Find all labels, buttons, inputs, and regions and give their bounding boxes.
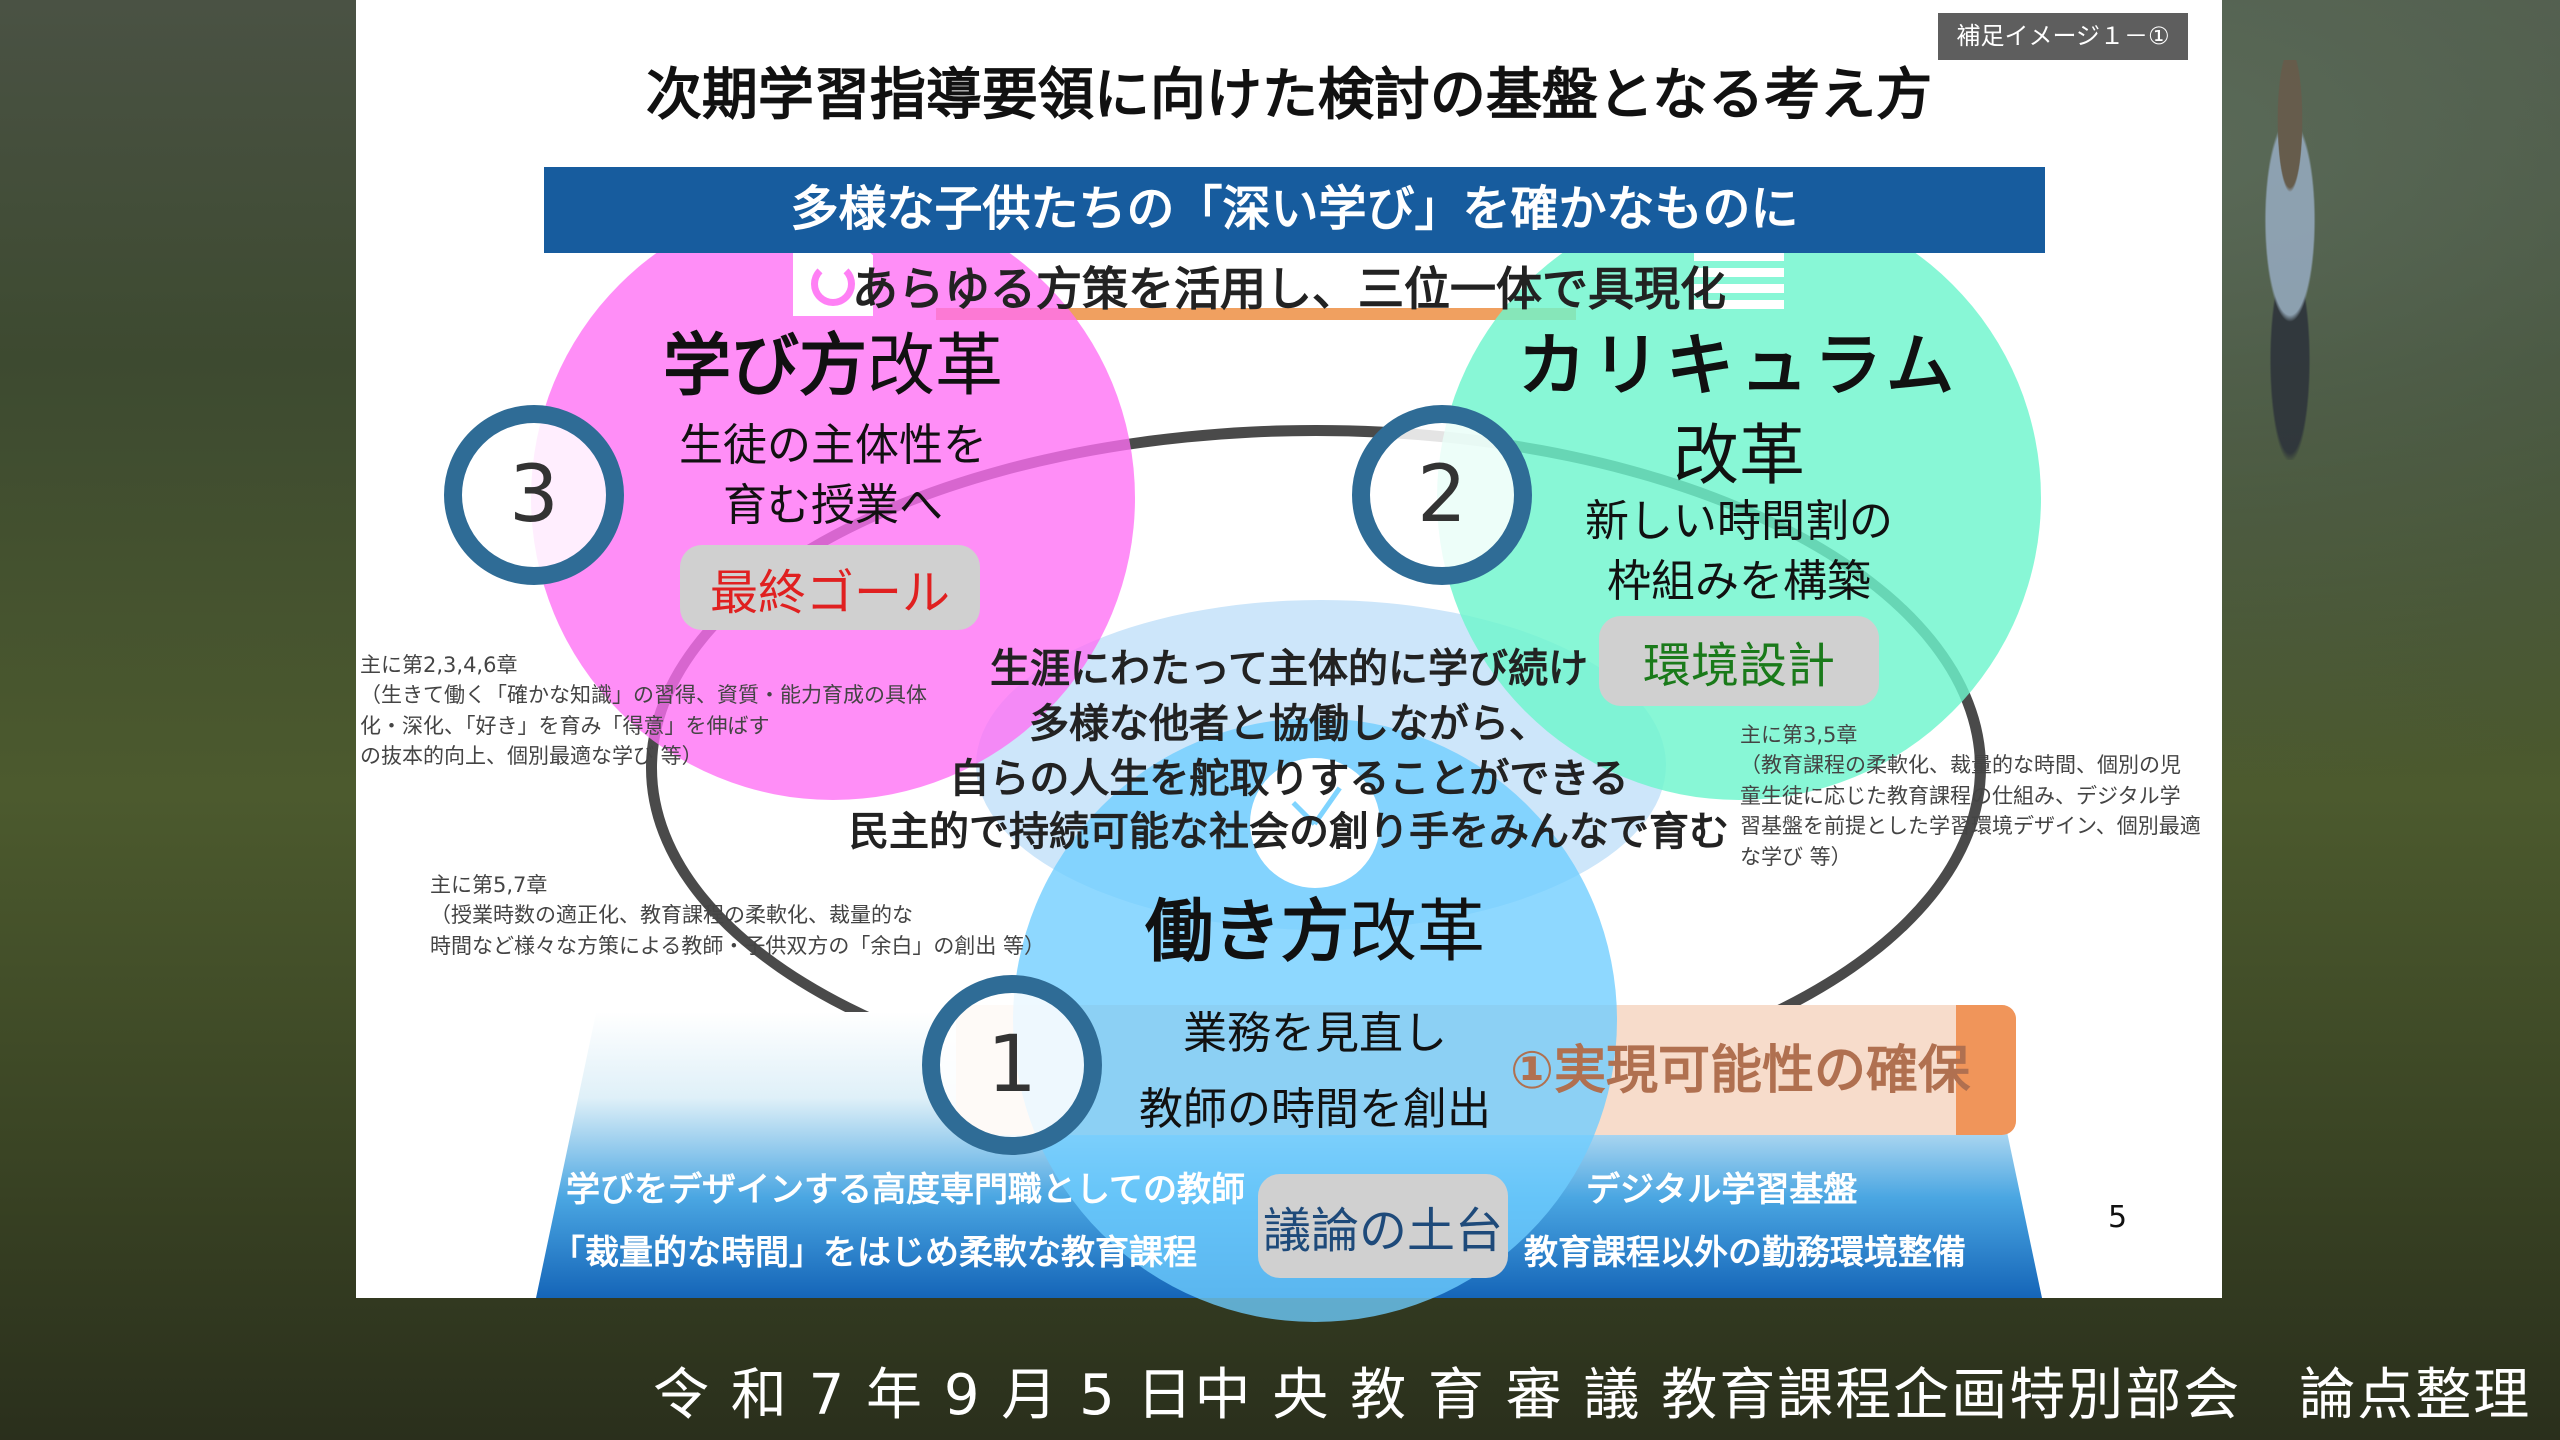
slide-subtitle: あらゆる方策を活用し、三位一体で具現化 [852,262,1726,316]
core-line-4: 民主的で持続可能な社会の創り手をみんなで育む [849,809,1729,855]
right-note-line: 童生徒に応じた教育課程の仕組み、デジタル学 [1740,783,2181,808]
slide-badge: 補足イメージ１－① [1938,13,2188,60]
overlay-work-reform-content: 働き方改革 業務を見直し 教師の時間を創出 議論の土台 [1013,718,1617,1322]
page-number: 5 [2108,1200,2128,1235]
overlay-line-1: 新しい時間割の [1585,496,1893,547]
core-line-2: 多様な他者と協働しながら、 [1029,701,1549,747]
base-line-3: 「裁量的な時間」をはじめ柔軟な教育課程 [551,1233,1197,1273]
bottom-note-line: （授業時数の適正化、教育課程の柔軟化、裁量的な [430,903,913,928]
slide-title: 次期学習指導要領に向けた検討の基盤となる考え方 [645,63,1933,128]
overlay-line-1: 業務を見直し [1183,1008,1447,1059]
pillar-1-label: ①実現可能性の確保 [1510,1041,1971,1101]
number-ring-3: 3 [444,405,624,585]
right-note-line: な学び 等） [1740,844,1852,869]
slide-banner: 多様な子供たちの「深い学び」を確かなものに [544,167,2045,253]
left-note: 主に第2,3,4,6章 （生きて働く「確かな知識」の習得、資質・能力育成の具体化・… [360,650,927,772]
core-line-1: 生涯にわたって主体的に学び続け [990,646,1588,692]
subtitle-underline [936,308,1576,320]
left-note-line: の抜本的向上、個別最適な学び 等） [360,744,703,769]
caption: 令 和 7 年 9 月 5 日中 央 教 育 審 議 教育課程企画特別部会 論点… [653,1363,2532,1428]
overlay-line-2: 育む授業へ [723,480,943,531]
left-note-line: （生きて働く「確かな知識」の習得、資質・能力育成の具体 [360,683,927,708]
right-note-line: 主に第3,5章 [1740,723,1858,747]
left-note-line: 化・深化、「好き」を育み「得意」を伸ばす [360,713,770,738]
overlay-title-1: カリキュラム [1518,327,1960,406]
base-line-1: 学びをデザインする高度専門職としての教師 [566,1170,1245,1210]
overlay-learning-reform [531,196,1135,800]
number-ring-1: 1 [922,975,1102,1155]
overlay-title-rest: 改革 [867,327,1004,406]
overlay-line-2: 枠組みを構築 [1607,556,1871,607]
overlay-line-1: 生徒の主体性を [679,420,987,471]
overlay-title-bold: 働き方 [1144,893,1349,972]
base-line-4: 教育課程以外の勤務環境整備 [1524,1233,1966,1273]
pillar-1-bar-accent [1956,1005,2016,1135]
base-line-2: デジタル学習基盤 [1586,1170,1858,1210]
background-child-figure [2230,60,2350,460]
overlay-curriculum-reform-content: カリキュラム 改革 新しい時間割の 枠組みを構築 環境設計 [1437,196,2041,800]
overlay-work-reform [1013,718,1617,1322]
overlay-line-2: 教師の時間を創出 [1139,1084,1491,1135]
right-note-line: （教育課程の柔軟化、裁量的な時間、個別の児 [1740,753,2181,778]
bottom-note-line: 主に第5,7章 [430,873,548,897]
overlay-title-rest: 改革 [1349,893,1486,972]
overlay-title-bold: 学び方 [662,327,867,406]
clock-icon [1250,758,1380,888]
bottom-note-line: 時間など様々な方策による教師・子供双方の「余白」の創出 等） [430,933,1046,958]
environment-design-tag: 環境設計 [1599,616,1879,706]
bottom-note: 主に第5,7章 （授業時数の適正化、教育課程の柔軟化、裁量的な時間など様々な方策に… [430,870,1045,961]
overlay-title-2: 改革 [1673,417,1805,494]
number-ring-2: 2 [1352,405,1532,585]
core-line-3: 自らの人生を舵取りすることができる [949,756,1629,802]
final-goal-tag: 最終ゴール [680,545,980,630]
left-note-line: 主に第2,3,4,6章 [360,653,518,677]
right-note: 主に第3,5章 （教育課程の柔軟化、裁量的な時間、個別の児童生徒に応じた教育課程の… [1740,720,2201,872]
slide: 補足イメージ１－① 次期学習指導要領に向けた検討の基盤となる考え方 多様な子供た… [356,0,2222,1298]
discussion-base-tag: 議論の土台 [1258,1174,1508,1278]
right-note-line: 習基盤を前提とした学習環境デザイン、個別最適 [1740,814,2201,839]
overlay-learning-reform-content: 学び方改革 生徒の主体性を 育む授業へ 最終ゴール [531,196,1135,800]
